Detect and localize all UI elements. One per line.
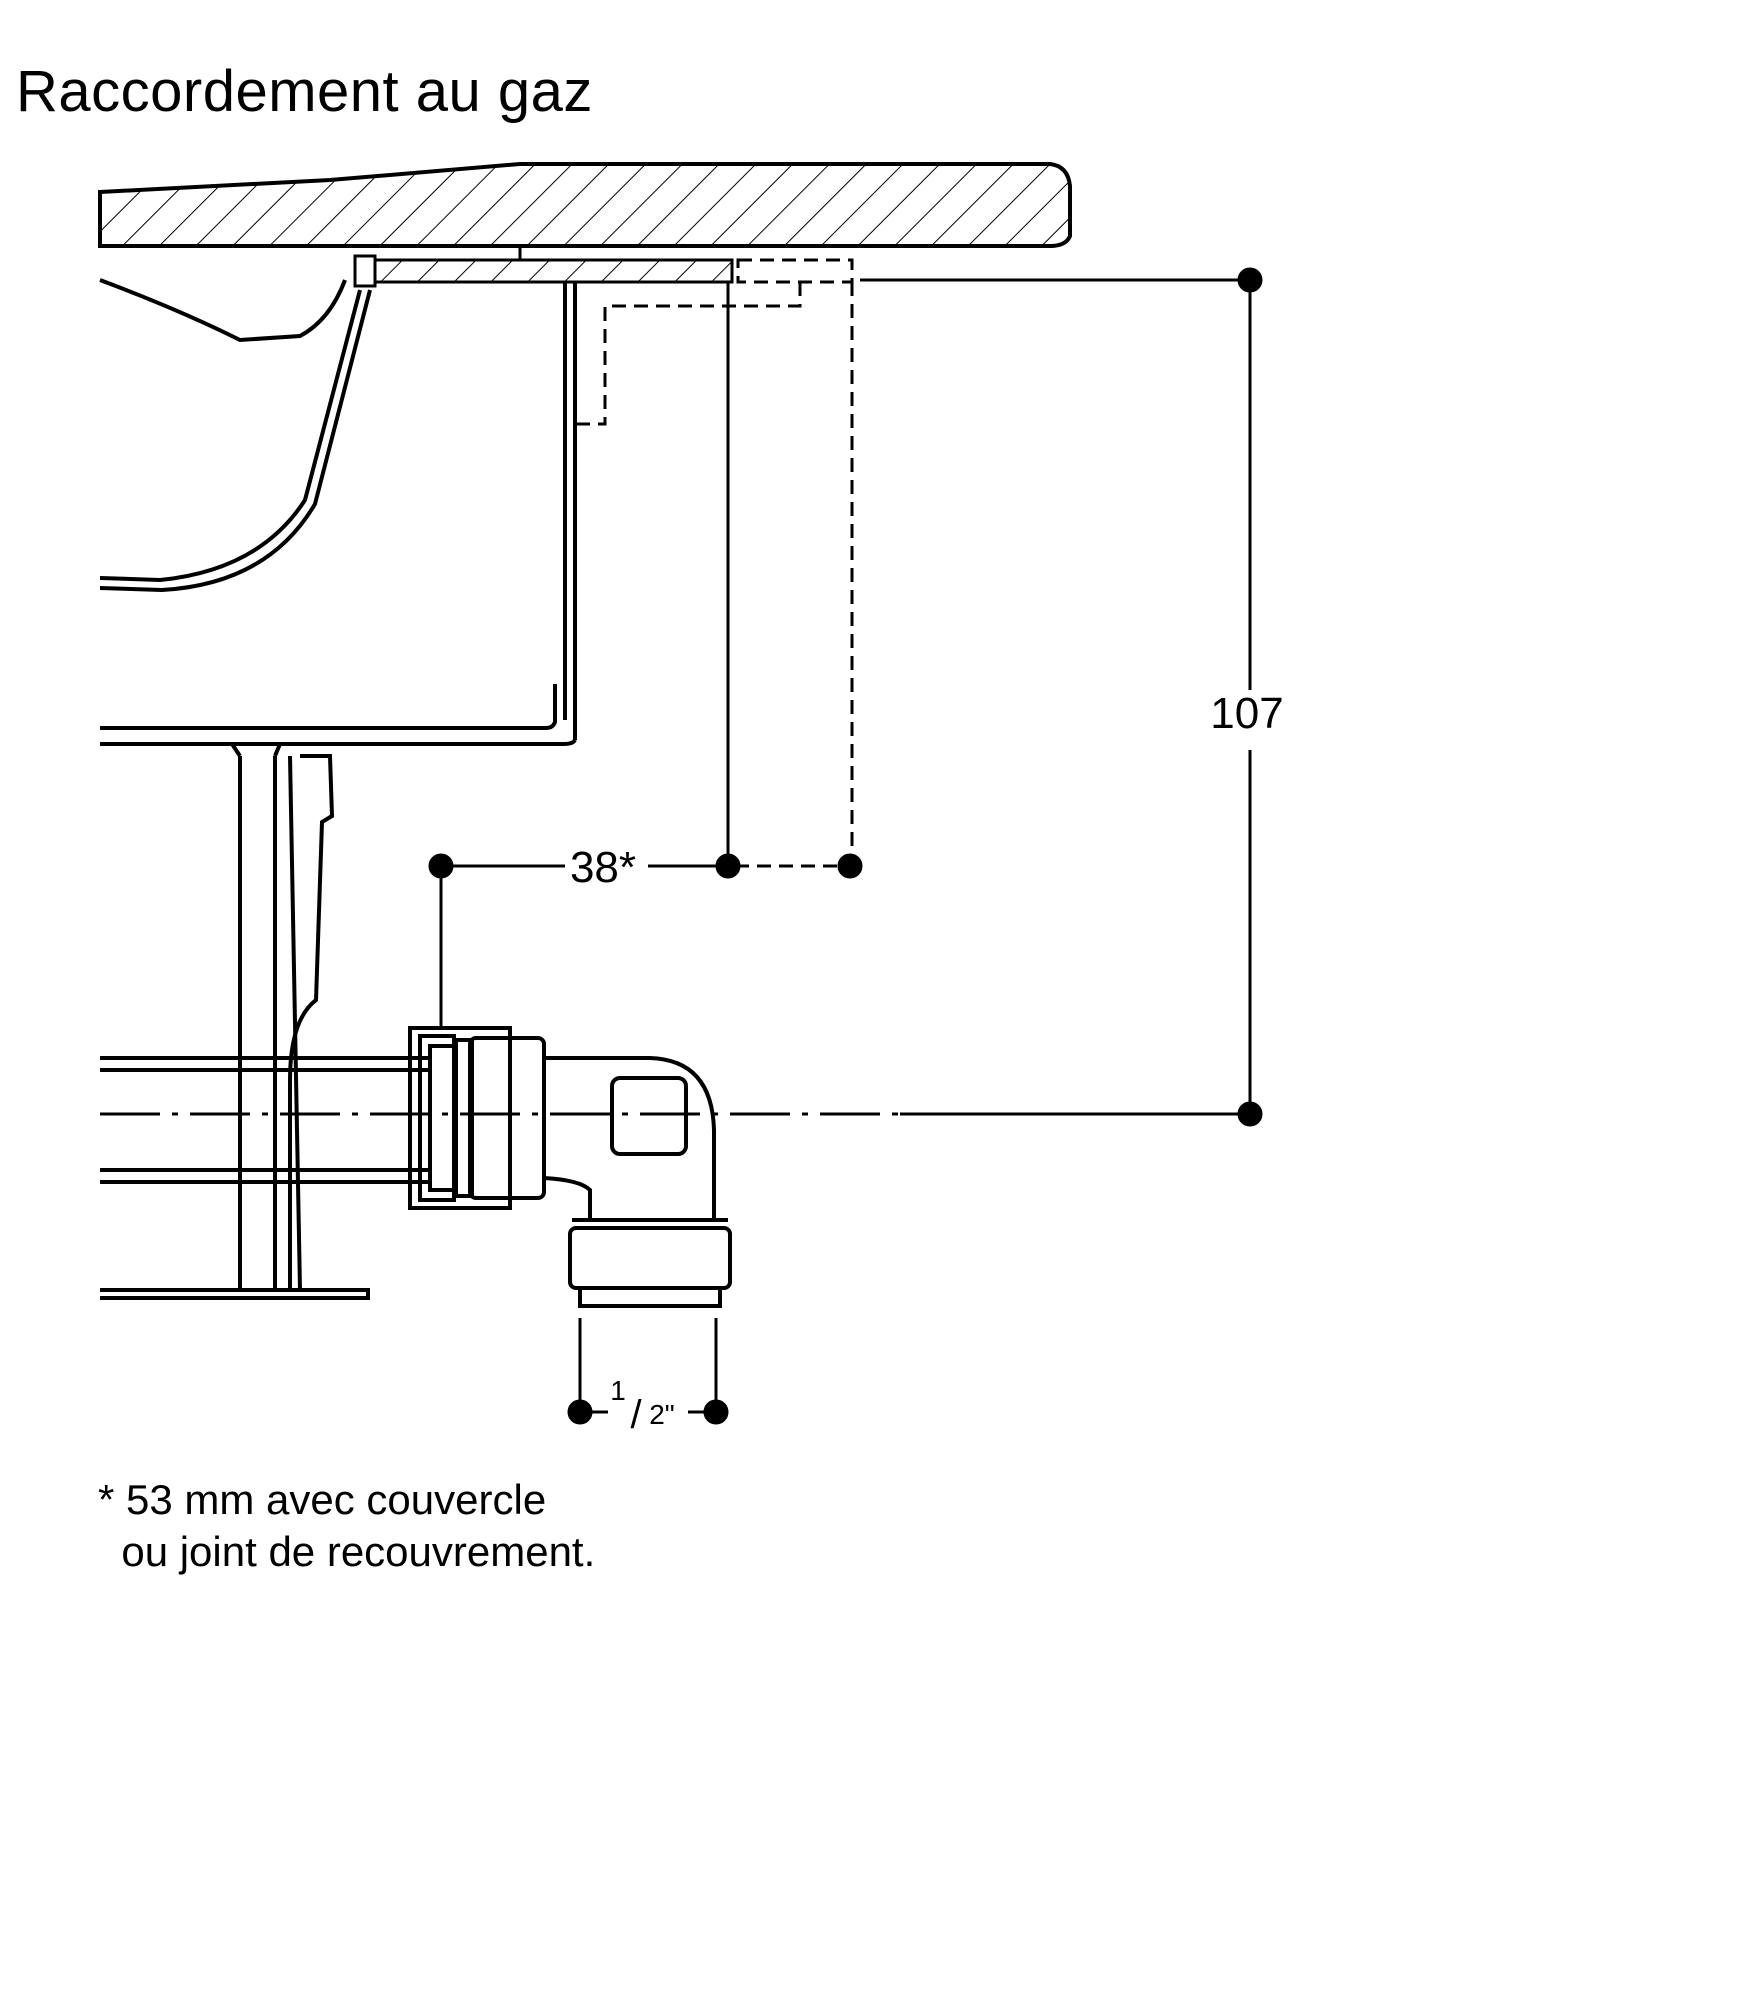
footnote-line-1: * 53 mm avec couvercle: [98, 1476, 547, 1523]
hob-housing: [100, 282, 577, 746]
hob-plate: [353, 246, 734, 288]
dimension-pipe-size: [567, 1318, 729, 1425]
page-title: Raccordement au gaz: [16, 59, 593, 124]
dimension-offset: [428, 282, 863, 1028]
pipe-fitting: [408, 1026, 546, 1210]
worktop-section: [98, 162, 1072, 248]
pipe-size-denominator: 2": [649, 1399, 675, 1430]
footnote-line-2: ou joint de recouvrement.: [98, 1528, 596, 1575]
gas-pipe: [100, 1056, 430, 1184]
footnote: * 53 mm avec couvercle ou joint de recou…: [98, 1474, 595, 1578]
dimension-offset-label: 38*: [570, 843, 636, 892]
support-leg: [100, 742, 370, 1300]
dimension-height: [860, 267, 1263, 1127]
pipe-size-numerator: 1: [610, 1375, 626, 1406]
pipe-size-slash: /: [630, 1393, 642, 1437]
cover-extension-dashed: [575, 258, 854, 868]
elbow-connector: [543, 1056, 732, 1308]
dimension-height-label: 107: [1210, 689, 1283, 738]
burner-bowl: [99, 278, 372, 593]
